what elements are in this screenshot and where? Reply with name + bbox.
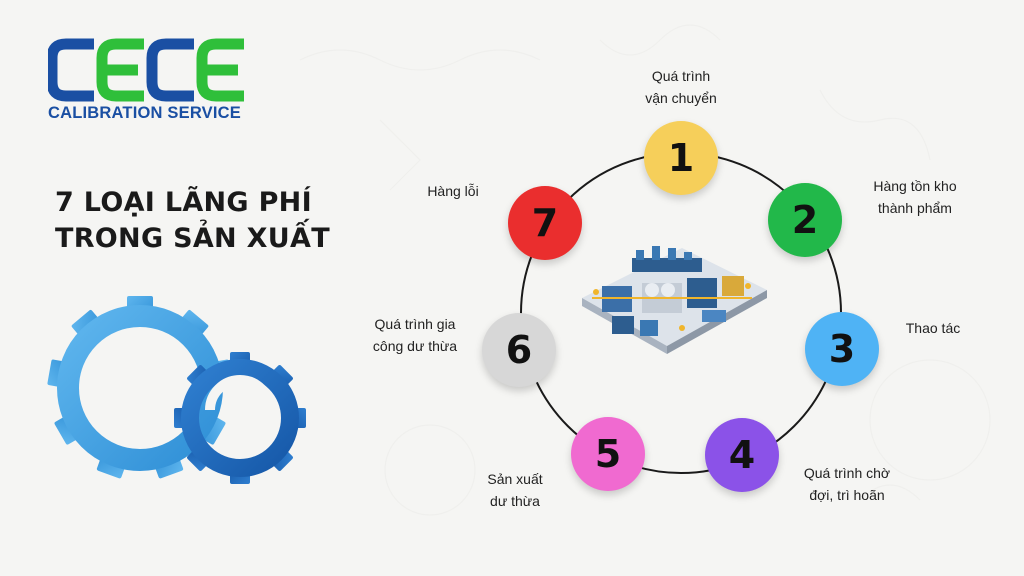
waste-node-4: 4 bbox=[705, 418, 779, 492]
waste-label-7: Hàng lỗi bbox=[427, 183, 479, 199]
title-line-1: 7 LOẠI LÃNG PHÍ bbox=[55, 187, 312, 218]
brand-subtitle: CALIBRATION SERVICE bbox=[48, 104, 241, 122]
gears-icon bbox=[47, 296, 306, 484]
waste-node-5: 5 bbox=[571, 417, 645, 491]
factory-illustration bbox=[582, 246, 767, 354]
waste-label-2: Hàng tồn kho thành phẩm bbox=[873, 178, 957, 216]
waste-label-3: Thao tác bbox=[905, 320, 961, 336]
brand-logo: CALIBRATION SERVICE bbox=[48, 38, 248, 130]
page-title: 7 LOẠI LÃNG PHÍ TRONG SẢN XUẤT bbox=[55, 185, 375, 257]
waste-label-1: Quá trình vận chuyển bbox=[645, 68, 717, 106]
waste-node-2: 2 bbox=[768, 183, 842, 257]
waste-label-6: Quá trình gia công dư thừa bbox=[372, 316, 458, 354]
cece-logo-mark bbox=[48, 38, 244, 102]
title-line-2: TRONG SẢN XUẤT bbox=[55, 223, 330, 254]
waste-node-3: 3 bbox=[805, 312, 879, 386]
waste-label-4: Quá trình chờ đợi, trì hoãn bbox=[803, 465, 891, 503]
waste-node-6: 6 bbox=[482, 313, 556, 387]
waste-node-1: 1 bbox=[644, 121, 718, 195]
waste-node-7: 7 bbox=[508, 186, 582, 260]
waste-label-5: Sản xuất dư thừa bbox=[487, 471, 543, 509]
